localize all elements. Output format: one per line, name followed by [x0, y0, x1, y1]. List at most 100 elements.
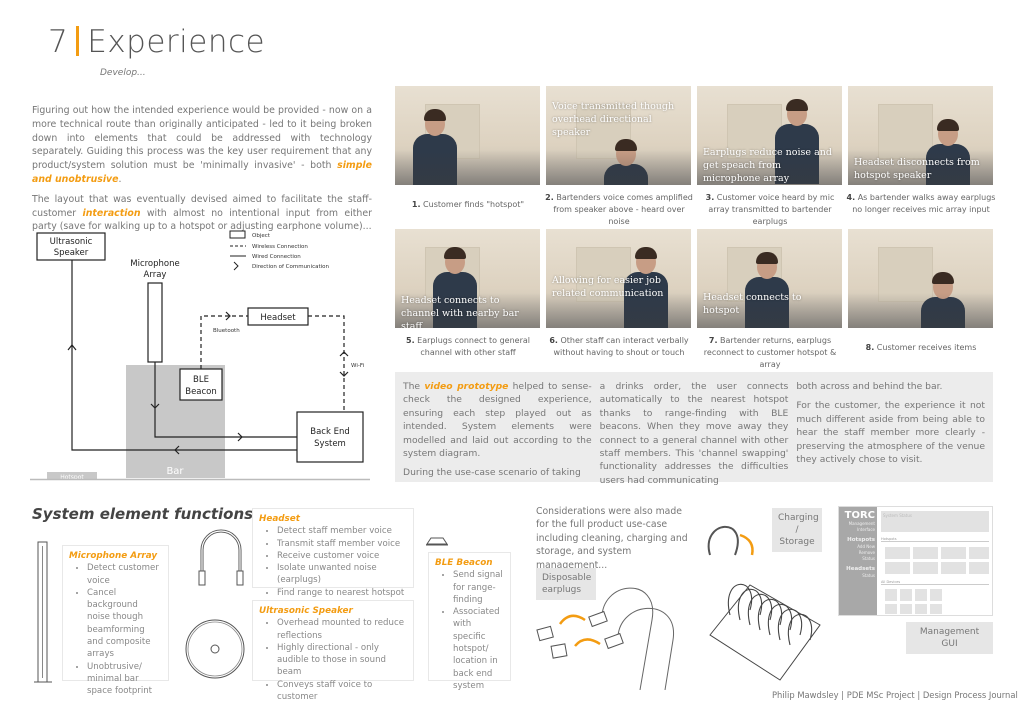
text: helped to sense-check the designed exper…	[403, 381, 592, 460]
box-title: Ultrasonic Speaker	[259, 606, 353, 616]
highlight: video prototype	[424, 381, 509, 392]
gui-sidebar: TORC Management Interface Hotspots Add N…	[839, 507, 877, 615]
gui-tile	[885, 604, 897, 614]
gui-nav-headsets: Headsets	[846, 566, 875, 572]
person-hair	[756, 252, 778, 264]
function-list: Overhead mounted to reduce reflectionsHi…	[259, 617, 407, 703]
gui-nav-item: Remove	[858, 550, 875, 555]
gui-tile	[900, 604, 912, 614]
headset-illustration	[198, 529, 244, 586]
wifi-line	[308, 315, 345, 412]
arrow-right-icon	[237, 432, 243, 442]
step-text: Earplugs connect to general channel with…	[417, 336, 530, 357]
step-text: Customer voice heard by mic array transm…	[708, 193, 835, 226]
step-number: 2.	[545, 193, 554, 202]
step-caption: 1. Customer finds "hotspot"	[393, 199, 543, 211]
gui-tile	[913, 562, 938, 574]
gui-tile	[885, 562, 910, 574]
function-list: Detect staff member voiceTransmit staff …	[259, 525, 407, 599]
step-number: 5.	[406, 336, 415, 345]
gui-tile	[885, 589, 897, 601]
step-number: 1.	[411, 200, 421, 209]
function-item: Conveys staff voice to customer	[277, 679, 407, 704]
highlight: simple and unobtrusive	[32, 160, 372, 185]
person-body	[433, 272, 477, 328]
paragraph: The video prototype helped to sense-chec…	[403, 380, 592, 460]
photo-overlay-text: Headset connects to hotspot	[703, 292, 802, 316]
legend-label: Direction of Communication	[252, 264, 330, 270]
wired-mic-line	[154, 362, 297, 438]
person-hair	[937, 119, 959, 131]
wifi-label: Wi-Fi	[351, 363, 365, 369]
subtitle: Develop...	[100, 68, 146, 78]
charging-dock-illustration	[707, 525, 821, 681]
photo-shade	[395, 293, 540, 328]
storyboard-photo: Voice transmitted though overhead direct…	[546, 86, 691, 185]
photo-overlay-text: Allowing for easier job related communic…	[552, 275, 664, 299]
node-label: Back End	[310, 427, 350, 437]
step-text: As bartender walks away earplugs no long…	[852, 193, 996, 214]
paragraph: During the use-case scenario of taking	[403, 467, 581, 479]
gui-nav-item: Add New	[857, 544, 875, 549]
step-number: 6.	[549, 336, 558, 345]
gui-label: Management GUI	[906, 622, 993, 654]
footer: Philip Mawdsley | PDE MSc Project | Desi…	[772, 690, 1018, 700]
arrow-down-icon	[150, 403, 160, 409]
function-item: Find range to nearest hotspot	[277, 587, 407, 599]
intro-paragraph-2: The layout that was eventually devised a…	[32, 193, 372, 234]
paragraph: a drinks order, the user connects automa…	[599, 381, 789, 486]
storyboard-photo: Earplugs reduce noise and get speach fro…	[697, 86, 842, 185]
gui-nav-item: Status	[862, 556, 875, 561]
step-text: Customer finds "hotspot"	[423, 200, 525, 209]
person-hair	[635, 247, 657, 259]
function-item: Cancel background noise though beamformi…	[87, 587, 162, 661]
gui-system-status: System Status	[881, 511, 989, 532]
intro-paragraph-1: Figuring out how the intended experience…	[32, 104, 372, 187]
function-item: Receive customer voice	[277, 550, 407, 562]
gui-tile	[915, 589, 927, 601]
text: .	[118, 173, 122, 185]
step-number: 8.	[865, 343, 875, 352]
highlight: interaction	[82, 207, 141, 219]
person-body	[921, 297, 965, 328]
person-hair	[786, 99, 808, 111]
function-item: Isolate unwanted noise (earplugs)	[277, 562, 407, 587]
function-list: Detect customer voiceCancel background n…	[69, 562, 162, 697]
storyboard-photo	[848, 229, 993, 328]
intro-text: Figuring out how the intended experience…	[32, 104, 372, 240]
paragraph: both across and behind the bar.	[796, 381, 943, 392]
text: The layout that was eventually devised a…	[32, 193, 372, 219]
function-item: Overhead mounted to reduce reflections	[277, 617, 407, 642]
step-text: Other staff can interact verbally withou…	[553, 336, 689, 357]
photo-overlay-text: Earplugs reduce noise and get speach fro…	[703, 147, 832, 184]
node-label: Ultrasonic	[50, 237, 93, 247]
ble-beacon-box: BLE Beacon Send signal for range-finding…	[428, 552, 511, 691]
photo-shade	[848, 293, 993, 328]
ble-beacon-node	[179, 368, 223, 401]
gui-hotspots-section: Hotspots	[881, 537, 989, 542]
box-title: Microphone Array	[69, 551, 158, 561]
legend-object-icon	[229, 230, 246, 239]
considerations-text: Considerations were also made for the fu…	[536, 506, 688, 571]
photo-overlay-text: Headset disconnects from hotspot speaker	[854, 157, 980, 181]
management-gui-mockup: TORC Management Interface Hotspots Add N…	[838, 506, 993, 616]
arrow-down-icon	[339, 371, 349, 377]
gui-all-devices: All Devices	[881, 580, 989, 585]
gui-tile	[969, 547, 989, 559]
gui-tile	[930, 589, 942, 601]
headset-box: Headset Detect staff member voiceTransmi…	[252, 508, 414, 598]
person-body	[624, 272, 668, 328]
legend-label: Wired Connection	[252, 254, 301, 260]
ultrasonic-speaker-illustration	[185, 619, 245, 679]
step-caption: 5. Earplugs connect to general channel w…	[393, 335, 543, 359]
legend-label: Wireless Connection	[252, 244, 308, 250]
legend-label: Object	[252, 233, 271, 239]
step-caption: 4. As bartender walks away earplugs no l…	[846, 192, 996, 216]
earplugs-label: Disposable earplugs	[536, 568, 596, 600]
gui-tile	[930, 604, 942, 614]
node-label: Microphone	[130, 259, 179, 269]
person-body	[604, 164, 648, 185]
person-body	[413, 134, 457, 185]
gui-tile	[900, 589, 912, 601]
noticeboard	[727, 104, 782, 159]
